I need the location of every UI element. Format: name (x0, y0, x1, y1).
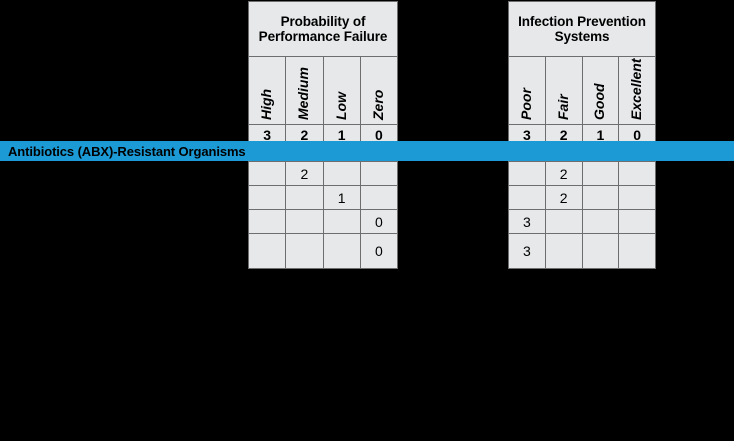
data-cell[interactable] (247, 233, 287, 269)
column-header-good: Good (581, 56, 620, 125)
group-title-line2: Systems (554, 29, 610, 44)
table-infection-prevention-systems: Infection Prevention Systems Poor Fair G… (508, 1, 656, 145)
data-cell[interactable]: 2 (544, 161, 583, 186)
score-cell: 2 (544, 124, 583, 145)
data-cell[interactable]: 2 (285, 161, 324, 186)
column-header-zero: Zero (359, 56, 399, 125)
group-title-left: Probability of Performance Failure (248, 1, 398, 57)
score-cell: 3 (508, 124, 546, 145)
category-banner-label: Antibiotics (ABX)-Resistant Organisms (8, 143, 246, 159)
table-probability-of-performance-failure: Probability of Performance Failure High … (247, 1, 399, 145)
data-cell[interactable]: 0 (359, 233, 399, 269)
rotated-label-row-right: Poor Fair Good Excellent (508, 56, 656, 125)
group-title-row: Infection Prevention Systems (508, 1, 656, 57)
data-cell[interactable] (581, 233, 620, 269)
data-cell[interactable]: 0 (359, 209, 399, 234)
table-row[interactable]: 2 (508, 185, 656, 210)
data-cell[interactable] (618, 161, 656, 186)
header-grid-right: Infection Prevention Systems Poor Fair G… (508, 1, 656, 145)
score-row-right: 3 2 1 0 (508, 124, 656, 145)
column-header-label: Zero (369, 89, 386, 120)
data-cell[interactable] (581, 185, 620, 210)
data-cell[interactable] (581, 209, 620, 234)
group-title-line1: Infection Prevention (518, 14, 646, 29)
score-cell: 1 (581, 124, 620, 145)
table-row[interactable]: 2 (247, 161, 399, 186)
column-header-label: Fair (554, 94, 571, 120)
data-cell[interactable] (285, 209, 324, 234)
score-cell: 0 (618, 124, 656, 145)
data-cell[interactable] (618, 185, 656, 210)
data-cell[interactable]: 1 (322, 185, 361, 210)
data-cell[interactable] (359, 161, 399, 186)
table-row[interactable]: 0 (247, 209, 399, 234)
data-cell[interactable] (508, 185, 546, 210)
data-grid-wrap-right: 2 2 3 3 (508, 161, 656, 269)
data-cell[interactable] (247, 185, 287, 210)
data-cell[interactable] (508, 161, 546, 186)
data-cell[interactable] (544, 233, 583, 269)
table-row[interactable]: 3 (508, 233, 656, 269)
table-row[interactable]: 3 (508, 209, 656, 234)
column-header-high: High (247, 56, 287, 125)
group-title-right: Infection Prevention Systems (508, 1, 656, 57)
column-header-label: High (258, 88, 275, 120)
data-grid-left: 2 1 0 0 (247, 161, 399, 269)
data-cell[interactable] (544, 209, 583, 234)
column-header-label: Low (332, 92, 349, 120)
column-header-label: Medium (295, 67, 312, 120)
column-header-label: Good (591, 83, 608, 120)
data-cell[interactable]: 3 (508, 233, 546, 269)
header-grid-left: Probability of Performance Failure High … (247, 1, 399, 145)
column-header-label: Poor (517, 88, 534, 120)
column-header-excellent: Excellent (618, 56, 656, 125)
data-cell[interactable] (247, 209, 287, 234)
data-grid-right: 2 2 3 3 (508, 161, 656, 269)
data-cell[interactable] (285, 185, 324, 210)
category-banner[interactable]: Antibiotics (ABX)-Resistant Organisms (0, 141, 734, 161)
data-cell[interactable] (618, 233, 656, 269)
data-cell[interactable]: 3 (508, 209, 546, 234)
table-row[interactable]: 1 (247, 185, 399, 210)
column-header-poor: Poor (508, 56, 546, 125)
data-cell[interactable] (322, 209, 361, 234)
data-cell[interactable]: 2 (544, 185, 583, 210)
rotated-label-row-left: High Medium Low Zero (247, 56, 399, 125)
data-cell[interactable] (322, 161, 361, 186)
score-cell: 2 (285, 124, 324, 145)
data-cell[interactable] (322, 233, 361, 269)
data-cell[interactable] (618, 209, 656, 234)
column-header-low: Low (322, 56, 361, 125)
table-row[interactable]: 0 (247, 233, 399, 269)
group-title-line1: Probability of (280, 14, 366, 29)
data-cell[interactable] (285, 233, 324, 269)
column-header-label: Excellent (628, 58, 645, 120)
data-grid-wrap-left: 2 1 0 0 (247, 161, 399, 269)
score-cell: 3 (247, 124, 287, 145)
data-cell[interactable] (581, 161, 620, 186)
data-cell[interactable] (359, 185, 399, 210)
group-title-line2: Performance Failure (258, 29, 388, 44)
group-title-row: Probability of Performance Failure (248, 1, 398, 57)
data-cell[interactable] (247, 161, 287, 186)
column-header-medium: Medium (285, 56, 324, 125)
table-row[interactable]: 2 (508, 161, 656, 186)
column-header-fair: Fair (544, 56, 583, 125)
